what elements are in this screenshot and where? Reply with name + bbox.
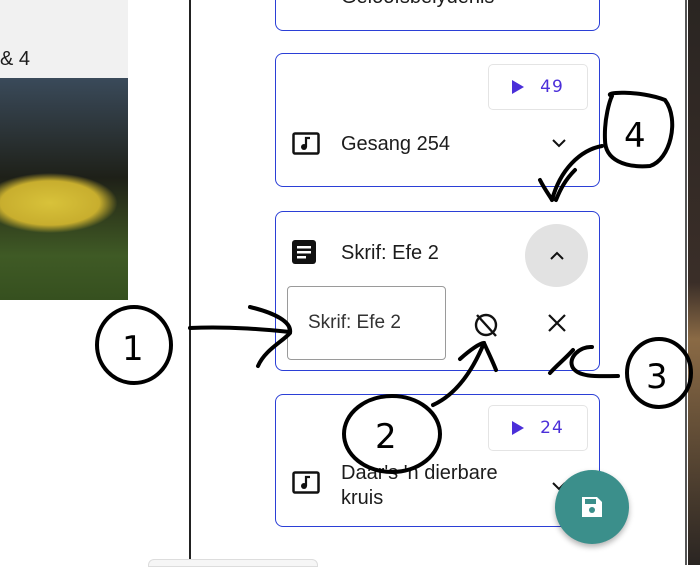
annotation-circle	[602, 90, 675, 169]
title-input[interactable]: Skrif: Efe 2	[287, 286, 446, 360]
article-icon	[292, 240, 316, 264]
play-count: 49	[540, 77, 564, 97]
list-item[interactable]: 24 Daar's 'n dierbare kruis	[275, 394, 600, 527]
annotation-number: 4	[624, 116, 646, 156]
annotation-number: 1	[122, 329, 144, 369]
item-title: Daar's 'n dierbare kruis	[341, 461, 498, 511]
music-note-icon	[292, 471, 320, 494]
item-title: Gesang 254	[341, 133, 450, 155]
play-icon	[512, 421, 525, 435]
music-note-icon	[292, 132, 320, 155]
left-panel-header	[0, 0, 128, 78]
save-button[interactable]	[555, 470, 629, 544]
background-window-edge	[688, 0, 700, 565]
play-icon	[512, 80, 525, 94]
play-button[interactable]: 49	[488, 64, 588, 110]
chevron-up-icon	[550, 251, 564, 260]
annotation-circle	[625, 337, 693, 409]
item-title: Geloofsbelydenis	[341, 0, 494, 10]
item-title-line: kruis	[341, 487, 384, 509]
divider	[189, 0, 191, 565]
list-item-expanded[interactable]: Skrif: Efe 2 Skrif: Efe 2	[275, 211, 600, 371]
list-item[interactable]: Geloofsbelydenis	[275, 0, 600, 31]
play-count: 24	[540, 418, 564, 438]
left-panel-title: & 4	[0, 48, 31, 70]
photo-thumbnail	[0, 78, 128, 300]
item-title: Skrif: Efe 2	[341, 242, 439, 264]
divider	[685, 0, 687, 565]
collapse-button[interactable]	[525, 224, 588, 287]
save-icon	[582, 497, 602, 517]
close-icon[interactable]	[547, 313, 567, 333]
annotation-circle	[95, 305, 173, 385]
play-button[interactable]: 24	[488, 405, 588, 451]
list-item[interactable]: 49 Gesang 254	[275, 53, 600, 187]
chevron-down-icon[interactable]	[551, 138, 567, 150]
hide-icon[interactable]	[472, 311, 500, 339]
item-title-line: Daar's 'n dierbare	[341, 462, 498, 484]
annotation-number: 3	[646, 357, 668, 397]
bottom-handle	[148, 559, 318, 567]
